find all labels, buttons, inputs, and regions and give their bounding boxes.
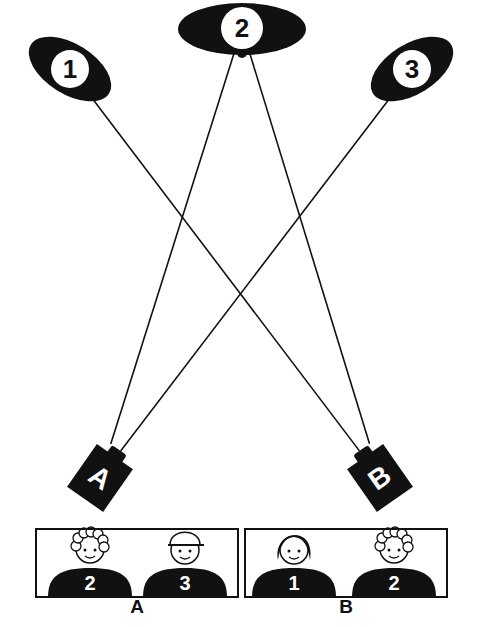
camera-letter: A <box>83 459 118 497</box>
shirt-number: 1 <box>288 572 299 594</box>
eye <box>179 550 182 553</box>
sight-line <box>111 49 236 444</box>
camera-frame: B <box>244 528 448 598</box>
camera-letter: B <box>363 459 398 497</box>
sight-line <box>82 85 359 451</box>
shoulders <box>352 568 436 597</box>
smile <box>389 556 399 558</box>
frame-caption: A <box>37 596 237 618</box>
sight-line-path <box>121 85 400 451</box>
curly-hair <box>71 527 109 552</box>
shoulders <box>143 568 227 597</box>
person-head: 1 <box>51 50 89 88</box>
person-number: 2 <box>235 13 249 44</box>
eye <box>189 550 192 553</box>
eye <box>288 550 291 553</box>
eye <box>94 549 97 552</box>
eye <box>84 549 87 552</box>
eye <box>398 549 401 552</box>
shirt-number: 2 <box>84 572 95 594</box>
person-head: 3 <box>393 50 431 88</box>
nose <box>237 48 247 58</box>
camera: B <box>347 444 413 512</box>
dark-hair <box>277 535 310 560</box>
shoulders <box>252 568 336 597</box>
head-top-view <box>360 23 465 114</box>
eye <box>388 549 391 552</box>
curly-hair <box>375 527 413 552</box>
smile <box>85 556 95 558</box>
cap-brim <box>168 544 204 546</box>
person-head: 2 <box>221 7 263 49</box>
smile <box>289 557 299 559</box>
sight-line <box>121 85 400 451</box>
person-number: 1 <box>63 54 77 85</box>
camera-frame: A <box>35 528 239 598</box>
frame-caption: B <box>246 596 446 618</box>
cap <box>170 532 200 545</box>
eye <box>298 550 301 553</box>
sight-line-path <box>111 49 236 444</box>
sight-line <box>248 49 369 444</box>
shirt-number: 2 <box>388 572 399 594</box>
camera: A <box>67 444 133 512</box>
head-top-view <box>178 3 306 55</box>
head-top-view <box>18 23 123 114</box>
person-number: 3 <box>405 54 419 85</box>
sight-line-path <box>82 85 359 451</box>
smile <box>180 557 190 559</box>
shoulders <box>48 568 132 597</box>
sight-line-path <box>248 49 369 444</box>
shirt-number: 3 <box>179 572 190 594</box>
